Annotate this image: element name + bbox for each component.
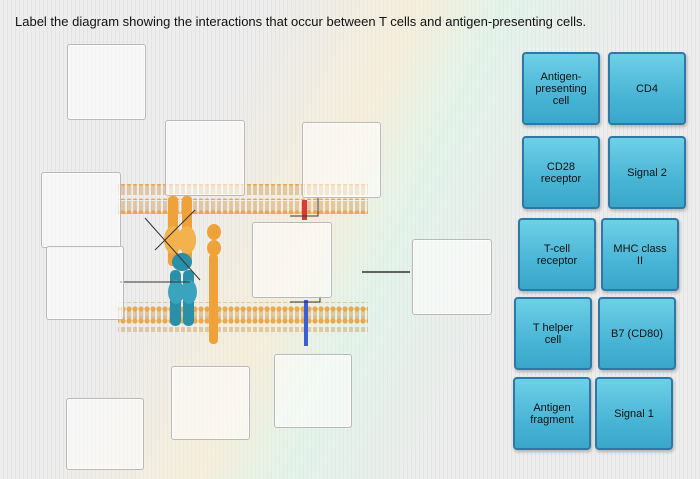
receptor-complex [164, 196, 197, 326]
drop-target-2[interactable] [165, 120, 245, 196]
label-antigen-presenting-cell[interactable]: Antigen- presenting cell [522, 52, 600, 125]
label-signal-2[interactable]: Signal 2 [608, 136, 686, 209]
label-cd28-receptor[interactable]: CD28 receptor [522, 136, 600, 209]
drop-target-10[interactable] [66, 398, 144, 470]
leader-lines [120, 198, 410, 303]
lower-membrane-inner [118, 316, 368, 332]
upper-membrane-inner [118, 198, 368, 214]
drop-target-6[interactable] [252, 222, 332, 298]
label-text: T helper cell [532, 321, 574, 346]
cd4-molecule [207, 224, 221, 344]
label-cd4[interactable]: CD4 [608, 52, 686, 125]
drop-target-3[interactable] [302, 122, 381, 198]
label-t-cell-receptor[interactable]: T-cell receptor [518, 218, 596, 291]
drop-target-9[interactable] [274, 354, 352, 428]
label-text: CD28 receptor [540, 160, 582, 185]
drop-target-8[interactable] [171, 366, 250, 440]
label-text: Signal 1 [614, 407, 654, 420]
label-text: Antigen fragment [530, 401, 574, 426]
label-antigen-fragment[interactable]: Antigen fragment [513, 377, 591, 450]
drop-target-5[interactable] [46, 246, 124, 320]
b7-marker [302, 200, 307, 220]
label-t-helper-cell[interactable]: T helper cell [514, 297, 592, 370]
label-text: MHC class II [613, 242, 667, 267]
cd28-marker [304, 300, 308, 346]
question-prompt: Label the diagram showing the interactio… [15, 14, 587, 29]
label-mhc-class-ii[interactable]: MHC class II [601, 218, 679, 291]
label-text: T-cell receptor [536, 242, 578, 267]
drop-target-4[interactable] [41, 172, 121, 248]
label-signal-1[interactable]: Signal 1 [595, 377, 673, 450]
label-text: CD4 [635, 82, 658, 95]
drop-target-7[interactable] [412, 239, 492, 315]
lower-membrane [118, 302, 368, 318]
label-text: B7 (CD80) [611, 327, 663, 340]
drop-target-1[interactable] [67, 44, 146, 120]
label-b7-cd80[interactable]: B7 (CD80) [598, 297, 676, 370]
label-text: Signal 2 [627, 166, 667, 179]
label-text: Antigen- presenting cell [535, 70, 587, 107]
